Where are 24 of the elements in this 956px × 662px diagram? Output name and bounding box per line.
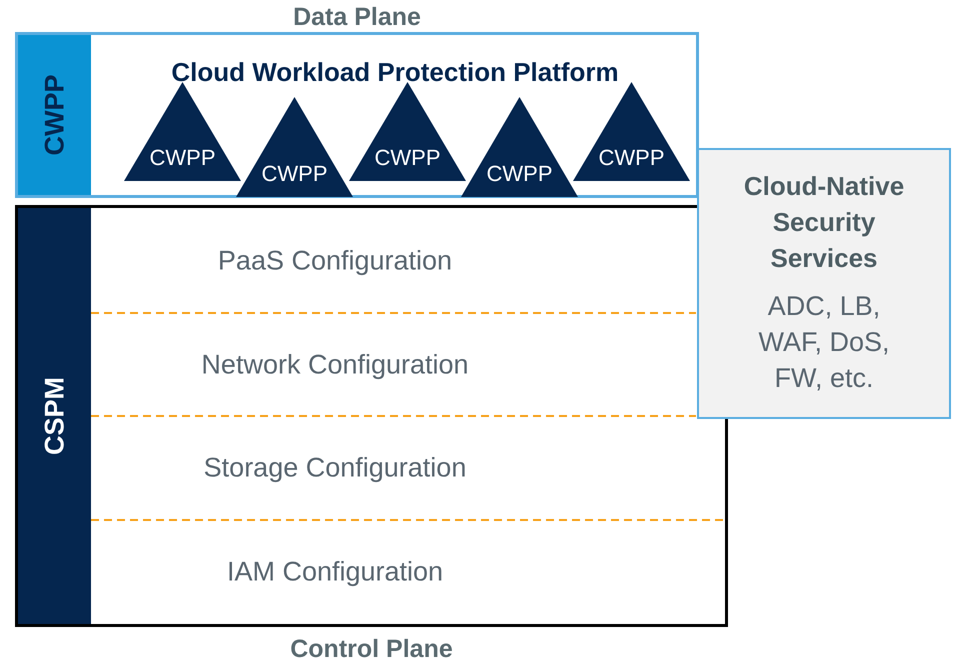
workload-triangle	[349, 82, 466, 181]
band-label: CWPP	[39, 74, 70, 156]
layer-label: PaaS Configuration	[218, 245, 452, 276]
plane-heading: Control Plane	[289, 635, 454, 662]
side-band	[18, 35, 91, 195]
layer-label: Storage Configuration	[204, 452, 466, 484]
services-list: ADC, LB, WAF, DoS, FW, etc.	[737, 288, 911, 396]
services-box	[697, 148, 951, 419]
triangle-label: CWPP	[260, 161, 328, 187]
layer-label: IAM Configuration	[226, 556, 444, 588]
side-band	[18, 208, 91, 624]
band-label: CSPM	[39, 377, 70, 455]
services-title: Cloud-Native Security Services	[742, 170, 906, 275]
triangle-label: CWPP	[374, 145, 442, 171]
plane-heading: Data Plane	[292, 3, 422, 32]
triangle-label: CWPP	[148, 145, 216, 171]
workload-triangle	[461, 97, 578, 197]
triangle-label: CWPP	[598, 145, 666, 171]
workload-triangle	[573, 82, 690, 181]
workload-triangle	[124, 82, 241, 181]
triangle-label: CWPP	[486, 161, 554, 187]
layer-label: Network Configuration	[201, 349, 469, 380]
panel-title: Cloud Workload Protection Platform	[170, 57, 620, 88]
workload-triangle	[236, 97, 353, 197]
